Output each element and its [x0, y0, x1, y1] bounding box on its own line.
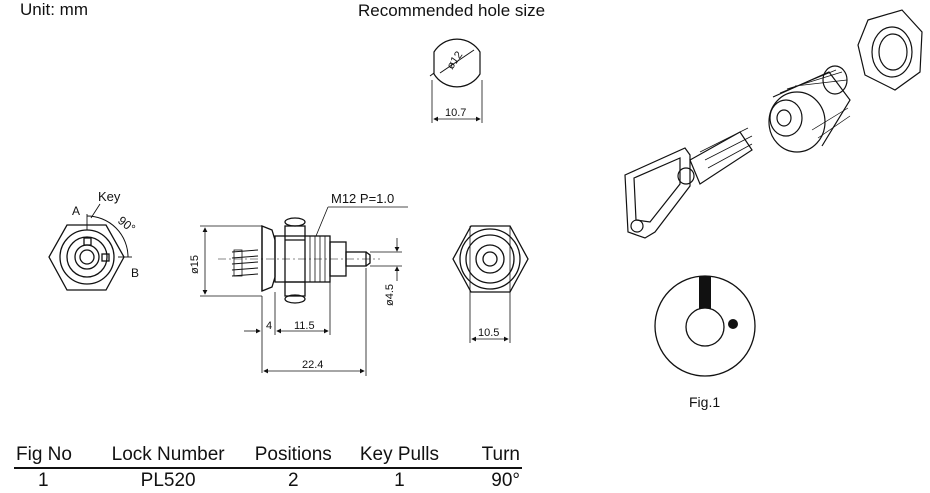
header-turn: Turn: [451, 443, 522, 469]
hole-width-label: 10.7: [445, 107, 466, 119]
dim-11-5-label: 11.5: [294, 320, 315, 332]
dim-22-4-label: 22.4: [302, 359, 323, 371]
cell-key-pulls: 1: [394, 470, 405, 491]
exploded-assembly: [624, 9, 923, 239]
rear-width-label: 10.5: [478, 327, 499, 339]
header-key-pulls: Key Pulls: [347, 443, 452, 469]
diameter-15-label: ø15: [189, 255, 201, 274]
rear-view: [452, 225, 529, 343]
header-lock-number: Lock Number: [97, 443, 239, 469]
dim-4-label: 4: [266, 320, 272, 332]
key-label: Key: [98, 189, 121, 204]
recommended-hole: [429, 38, 483, 123]
cell-turn: 90°: [491, 470, 520, 491]
unit-label: Unit: mm: [20, 0, 88, 19]
position-b-label: B: [131, 266, 139, 280]
hole-size-title: Recommended hole size: [358, 1, 546, 20]
position-indicator: [654, 275, 756, 377]
thread-label: M12 P=1.0: [331, 191, 394, 206]
header-fig-no: Fig No: [14, 443, 98, 469]
cell-fig-no: 1: [38, 470, 49, 491]
front-view: [48, 203, 132, 291]
header-positions: Positions: [238, 443, 348, 469]
side-view: [218, 217, 380, 304]
side-view-dimensions: [200, 206, 408, 376]
position-a-label: A: [72, 204, 80, 218]
spec-table: Fig No Lock Number Positions Key Pulls T…: [14, 443, 522, 493]
table-row: 1 PL520 2 1 90°: [14, 468, 522, 493]
table-header-row: Fig No Lock Number Positions Key Pulls T…: [14, 443, 522, 469]
cell-positions: 2: [287, 470, 299, 491]
figure-caption: Fig.1: [689, 394, 720, 410]
angle-label: 90°: [115, 213, 138, 235]
diameter-4-5-label: ø4.5: [384, 284, 396, 306]
cell-lock-number: PL520: [140, 470, 196, 491]
